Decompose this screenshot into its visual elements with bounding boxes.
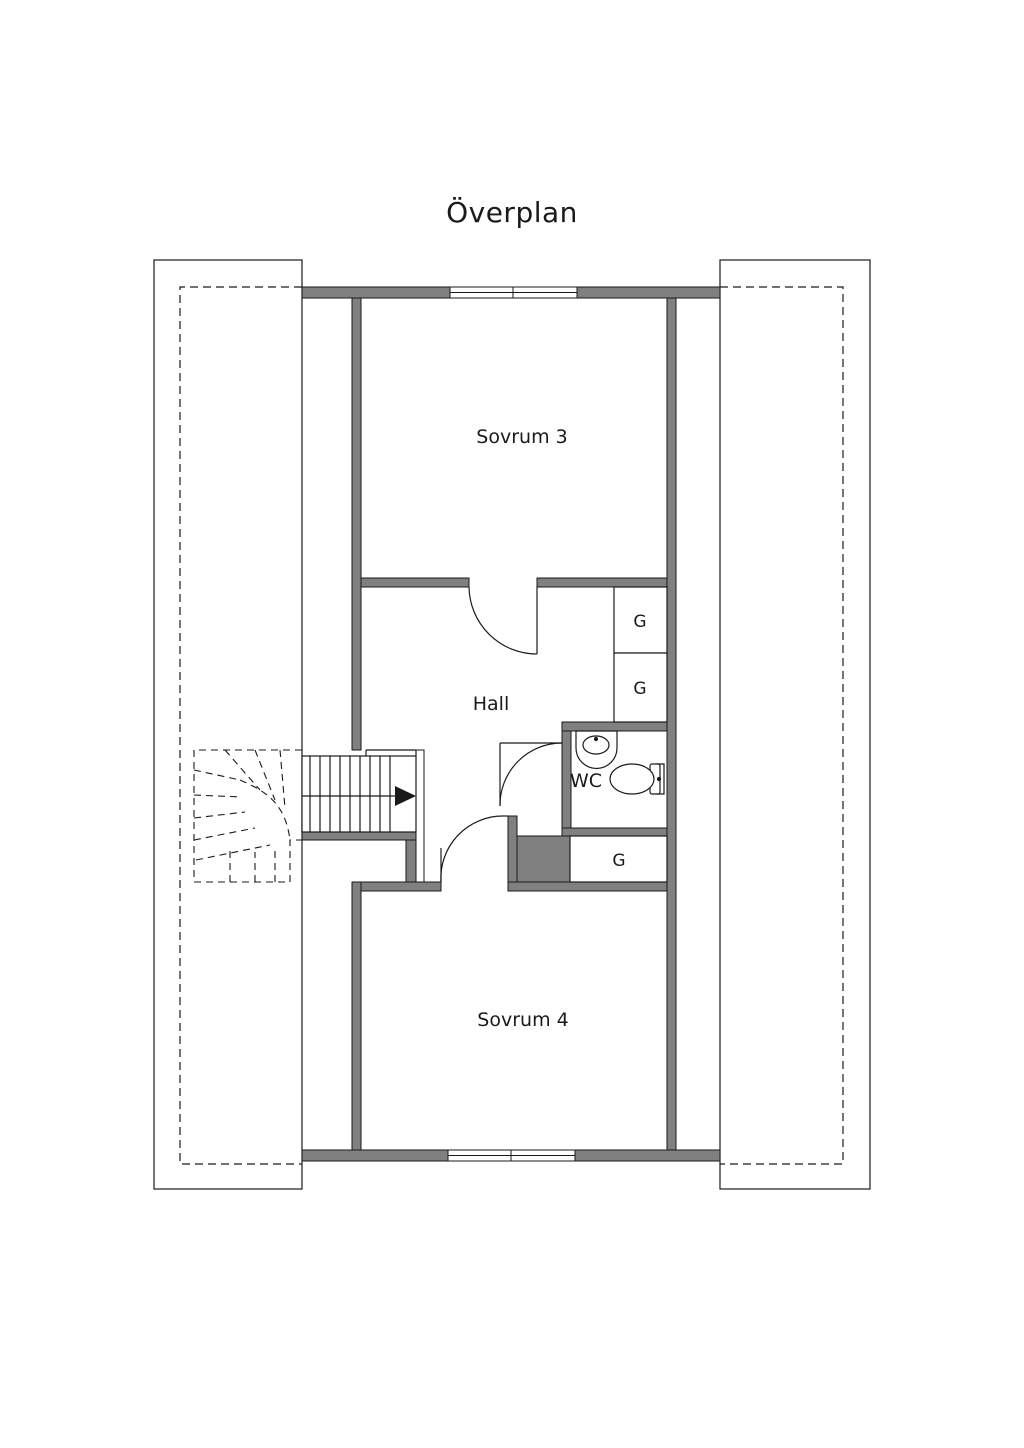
closets bbox=[569, 586, 668, 883]
closet-label-3: G bbox=[612, 851, 625, 871]
closet-label-1: G bbox=[633, 612, 646, 632]
stair-direction-arrow bbox=[395, 786, 416, 806]
wc-fixtures bbox=[575, 730, 665, 795]
room-label-hall: Hall bbox=[473, 693, 510, 715]
room-label-sovrum4: Sovrum 4 bbox=[477, 1009, 568, 1031]
room-label-sovrum3: Sovrum 3 bbox=[476, 426, 567, 448]
washbasin-bowl bbox=[582, 735, 610, 755]
right-eave-zone bbox=[719, 259, 871, 1190]
window-bottom bbox=[447, 1149, 576, 1162]
left-eave-zone bbox=[153, 259, 303, 1190]
window-top bbox=[449, 286, 578, 299]
lower-stair-outline bbox=[193, 749, 302, 883]
room-label-wc: WC bbox=[570, 770, 602, 792]
closet-label-2: G bbox=[633, 679, 646, 699]
doors bbox=[440, 586, 563, 883]
plan-title: Överplan bbox=[446, 196, 578, 229]
